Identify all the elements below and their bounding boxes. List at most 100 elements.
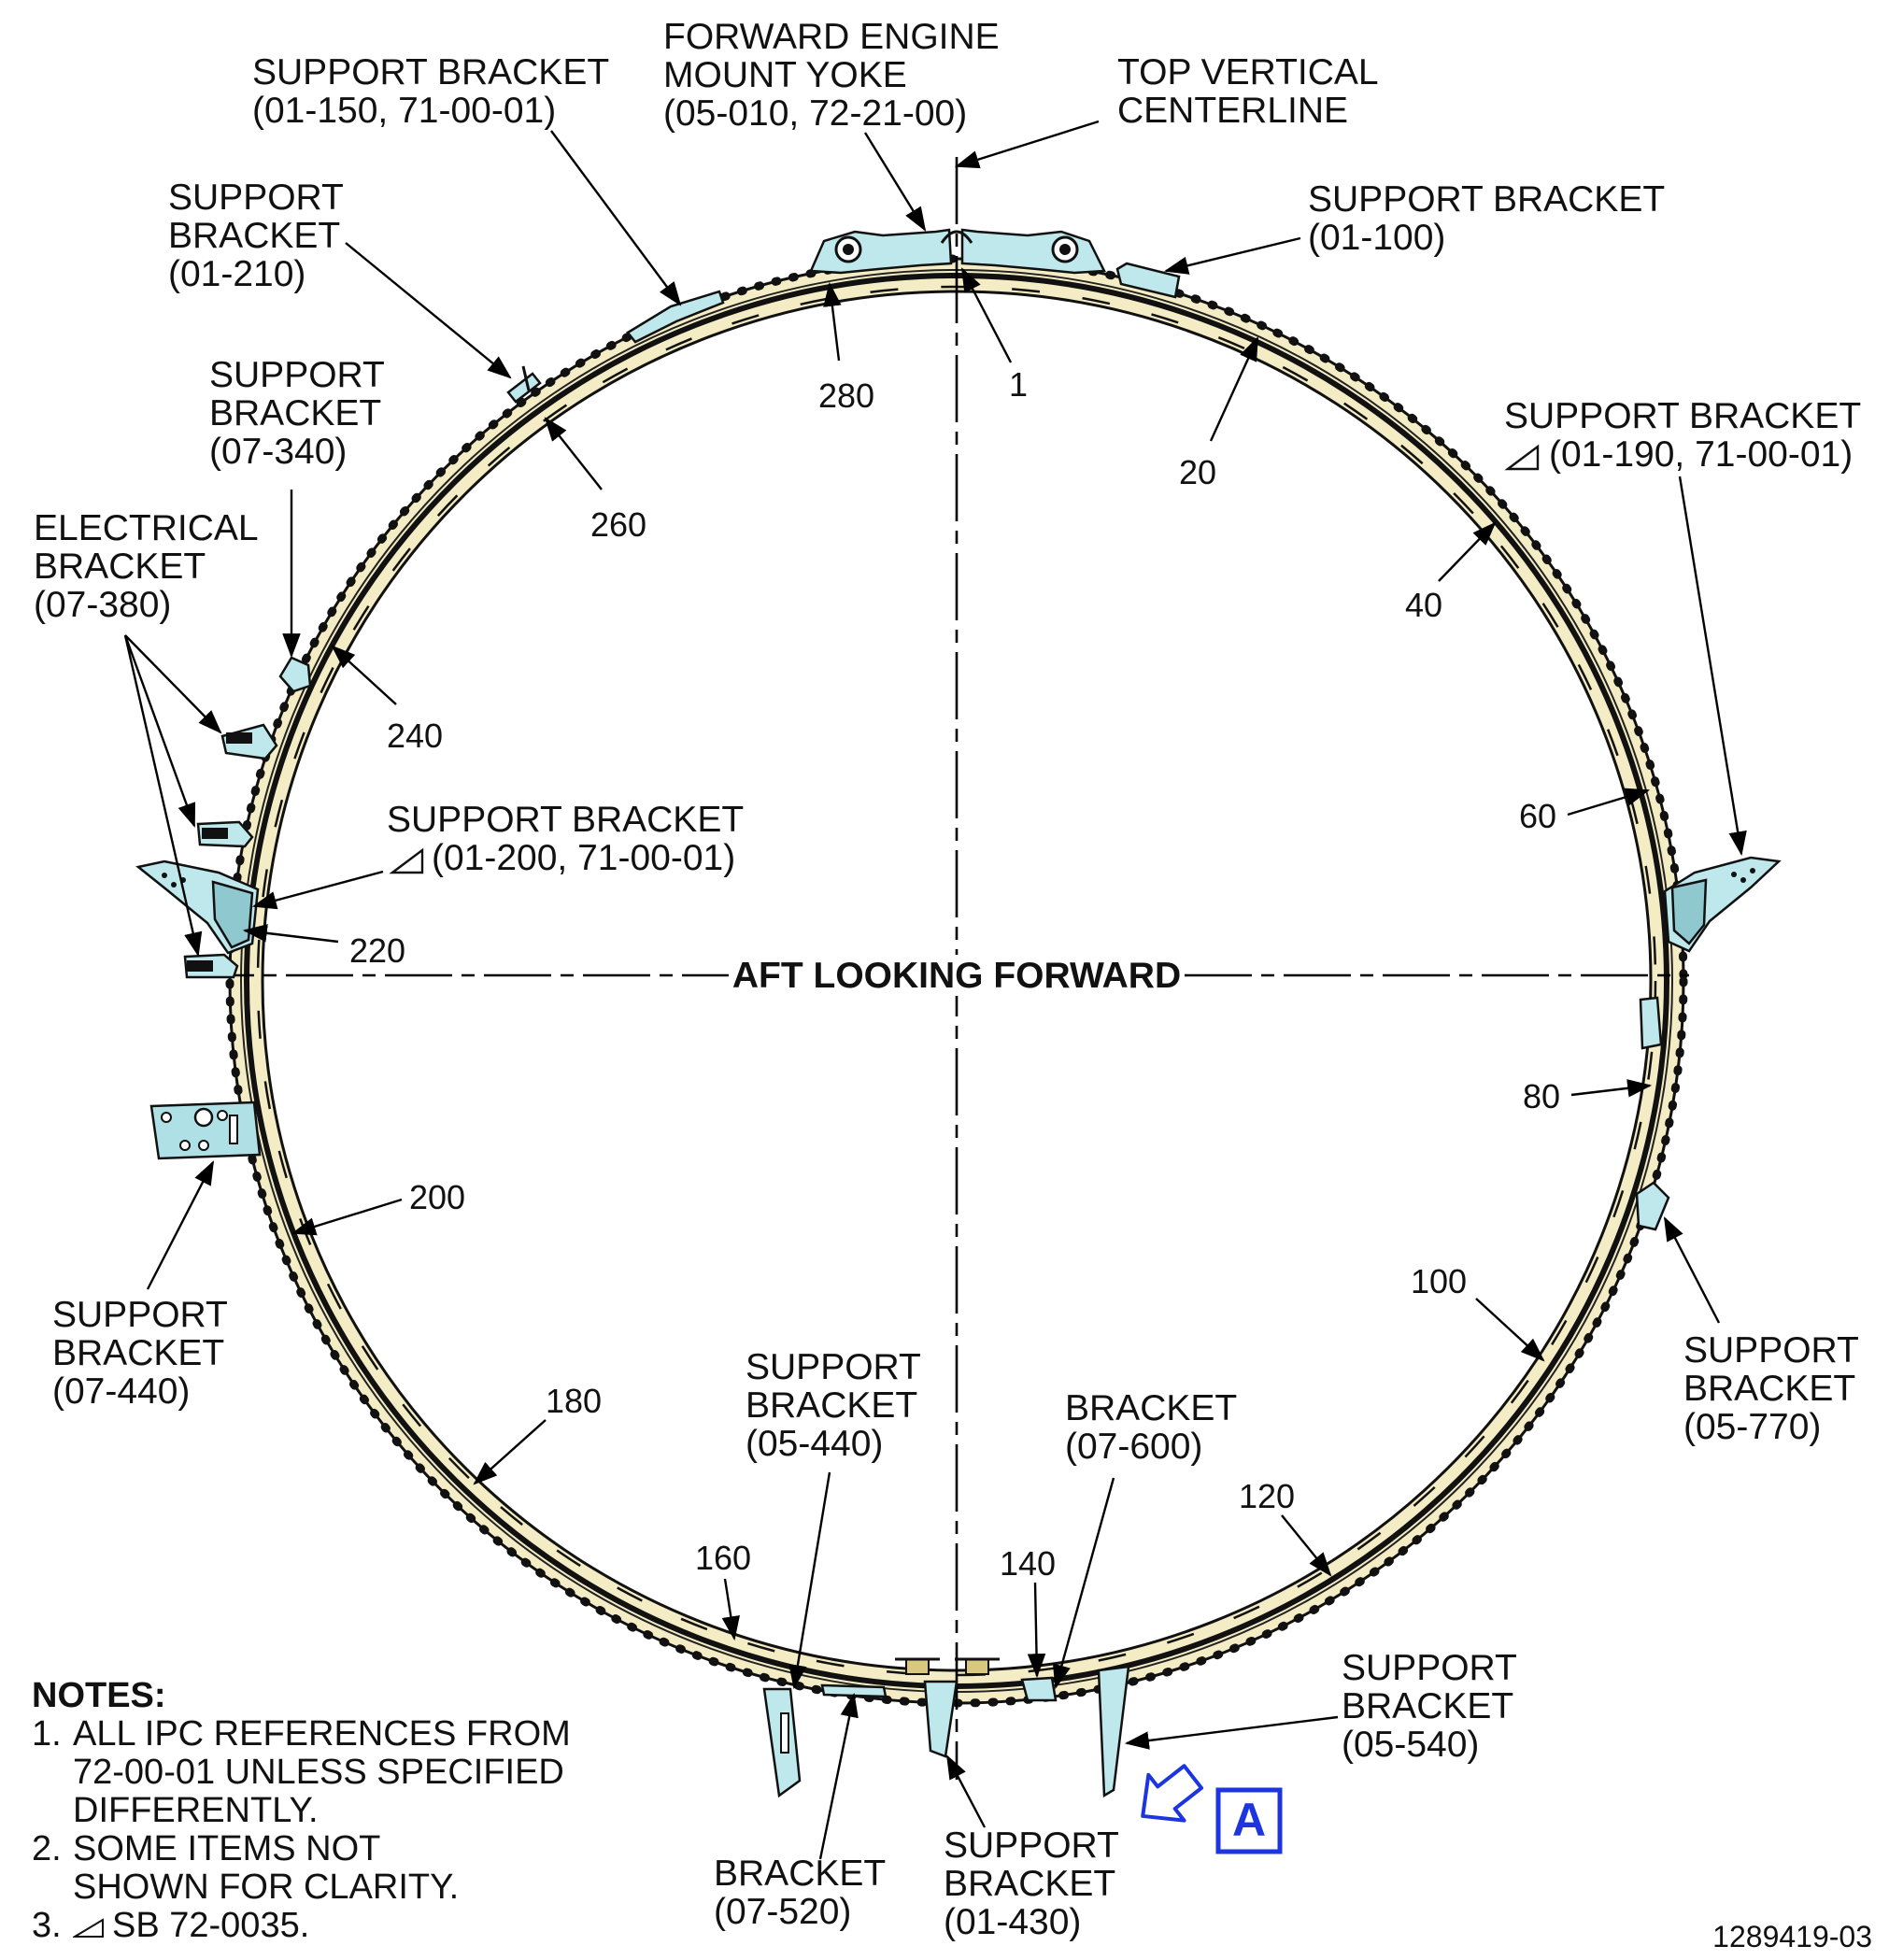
support-bracket-01-100 (1115, 262, 1181, 299)
note-item: 1. ALL IPC REFERENCES FROM 72-00-01 UNLE… (32, 1715, 571, 1830)
label-bracket-07-600: BRACKET (07-600) (1065, 1388, 1246, 1467)
leader-01-150 (550, 130, 682, 306)
sb-flag-icon (73, 1918, 104, 1938)
hole-number-180: 180 (546, 1382, 602, 1420)
leader-hole-160 (721, 1578, 740, 1641)
label-support-bracket-07-340: SUPPORT BRACKET (07-340) (209, 355, 394, 472)
support-bracket-07-340 (278, 656, 312, 693)
note-sb-text: SB 72-0035. (112, 1906, 310, 1945)
leader-01-100 (1163, 236, 1301, 275)
label-top-vertical-centerline: TOP VERTICAL CENTERLINE (1117, 52, 1387, 131)
leader-lines (123, 120, 1747, 1860)
leader-07-440 (146, 1160, 215, 1290)
hole-number-40: 40 (1405, 586, 1442, 624)
label-bracket-07-520: BRACKET (07-520) (714, 1853, 895, 1932)
note-line-sb: SB 72-0035. (73, 1907, 571, 1945)
label-forward-engine-mount-yoke: FORWARD ENGINE MOUNT YOKE (05-010, 72-21… (663, 17, 1010, 134)
hole-number-200: 200 (409, 1178, 465, 1216)
hole-number-60: 60 (1519, 797, 1556, 835)
leader-hole-100 (1475, 1298, 1545, 1362)
note-number: 2. (32, 1829, 62, 1868)
support-bracket-01-430 (923, 1680, 959, 1758)
notes-list: 1. ALL IPC REFERENCES FROM 72-00-01 UNLE… (32, 1715, 571, 1945)
label-support-bracket-01-190: SUPPORT BRACKET (01-190, 71-00-01) (1504, 396, 1870, 475)
view-a-arrow-icon (1141, 1764, 1204, 1823)
label-support-bracket-05-440: SUPPORT BRACKET (05-440) (746, 1347, 930, 1464)
bracket-07-600 (1020, 1676, 1058, 1702)
leader-07-600 (1052, 1477, 1115, 1690)
leader-07-380-a (124, 634, 222, 734)
hole-number-280: 280 (818, 376, 874, 415)
note-line: SOME ITEMS NOT (73, 1829, 381, 1868)
note-line: 72-00-01 UNLESS SPECIFIED (73, 1753, 564, 1792)
leader-hole-60 (1567, 788, 1651, 817)
leader-01-200 (251, 870, 384, 910)
leader-hole-200 (291, 1198, 403, 1236)
bracket-right-80 (1639, 996, 1663, 1050)
hole-number-1: 1 (1009, 365, 1028, 404)
leader-07-520 (818, 1692, 859, 1860)
note-item: 2. SOME ITEMS NOT SHOWN FOR CLARITY. (32, 1830, 571, 1907)
leader-hole-80 (1570, 1079, 1653, 1098)
label-support-bracket-01-210: SUPPORT BRACKET (01-210) (168, 178, 353, 294)
label-support-bracket-07-440: SUPPORT BRACKET (07-440) (52, 1295, 237, 1412)
notes-title: NOTES: (32, 1676, 166, 1715)
hole-number-120: 120 (1239, 1477, 1295, 1515)
electrical-brackets-07-380 (183, 723, 278, 979)
note-number: 1. (32, 1714, 62, 1754)
view-a-letter: A (1232, 1794, 1266, 1846)
leader-hole-260 (544, 417, 603, 490)
sb-flag-icon-01-200 (389, 847, 424, 874)
label-electrical-bracket-07-380: ELECTRICAL BRACKET (07-380) (34, 508, 267, 625)
hole-number-80: 80 (1523, 1077, 1560, 1115)
leader-05-770 (1663, 1216, 1721, 1324)
leader-hole-140 (1027, 1582, 1046, 1679)
brackets-hardware (135, 228, 1782, 1798)
label-support-bracket-05-540: SUPPORT BRACKET (05-540) (1342, 1648, 1527, 1765)
hole-number-160: 160 (695, 1539, 751, 1577)
leader-hole-20 (1209, 336, 1259, 442)
leader-01-210 (345, 242, 512, 379)
support-bracket-05-770 (1635, 1181, 1670, 1231)
leader-forward-yoke (863, 132, 927, 232)
bottom-fittings (895, 1657, 1000, 1675)
hole-number-20: 20 (1179, 453, 1216, 491)
hole-number-labels: 1 20 40 60 80 100 120 140 160 180 200 22… (349, 365, 1560, 1583)
callout-labels: FORWARD ENGINE MOUNT YOKE (05-010, 72-21… (34, 17, 1870, 1942)
hole-number-220: 220 (349, 931, 405, 970)
sb-flag-icon-01-190 (1504, 444, 1540, 471)
leader-07-380-c (123, 634, 203, 958)
leader-07-380-b (123, 634, 196, 829)
leader-01-190 (1678, 476, 1747, 857)
support-bracket-01-210 (506, 365, 542, 404)
hole-number-260: 260 (590, 505, 646, 544)
support-bracket-01-200 (135, 859, 260, 955)
note-number: 3. (32, 1906, 62, 1945)
support-bracket-01-190 (1663, 856, 1782, 953)
figure-id: 1289419-03 (1712, 1920, 1872, 1953)
hole-number-140: 140 (1000, 1544, 1056, 1583)
leader-hole-220 (242, 924, 339, 944)
leader-hole-40 (1438, 521, 1497, 582)
support-bracket-01-150 (626, 290, 725, 344)
leader-top-centerline (954, 120, 1100, 169)
leader-05-440 (788, 1471, 831, 1690)
support-bracket-05-540 (1097, 1665, 1130, 1798)
label-support-bracket-01-200: SUPPORT BRACKET (01-200, 71-00-01) (387, 800, 753, 878)
leader-hole-280 (823, 281, 842, 362)
leader-01-430 (945, 1754, 987, 1828)
notes-block: NOTES: 1. ALL IPC REFERENCES FROM 72-00-… (32, 1677, 571, 1945)
note-line: ALL IPC REFERENCES FROM (73, 1714, 571, 1754)
leader-hole-240 (331, 645, 397, 705)
label-support-bracket-01-150: SUPPORT BRACKET (01-150, 71-00-01) (252, 52, 618, 131)
view-label-group: AFT LOOKING FORWARD (732, 955, 1181, 996)
leader-05-540 (1124, 1715, 1339, 1750)
forward-engine-mount-yoke (809, 228, 1106, 275)
hole-number-100: 100 (1411, 1262, 1467, 1300)
support-bracket-07-440 (149, 1101, 262, 1160)
note-line: DIFFERENTLY. (73, 1791, 319, 1830)
leader-hole-180 (473, 1419, 547, 1485)
hole-number-240: 240 (387, 717, 443, 755)
view-label: AFT LOOKING FORWARD (732, 956, 1181, 996)
